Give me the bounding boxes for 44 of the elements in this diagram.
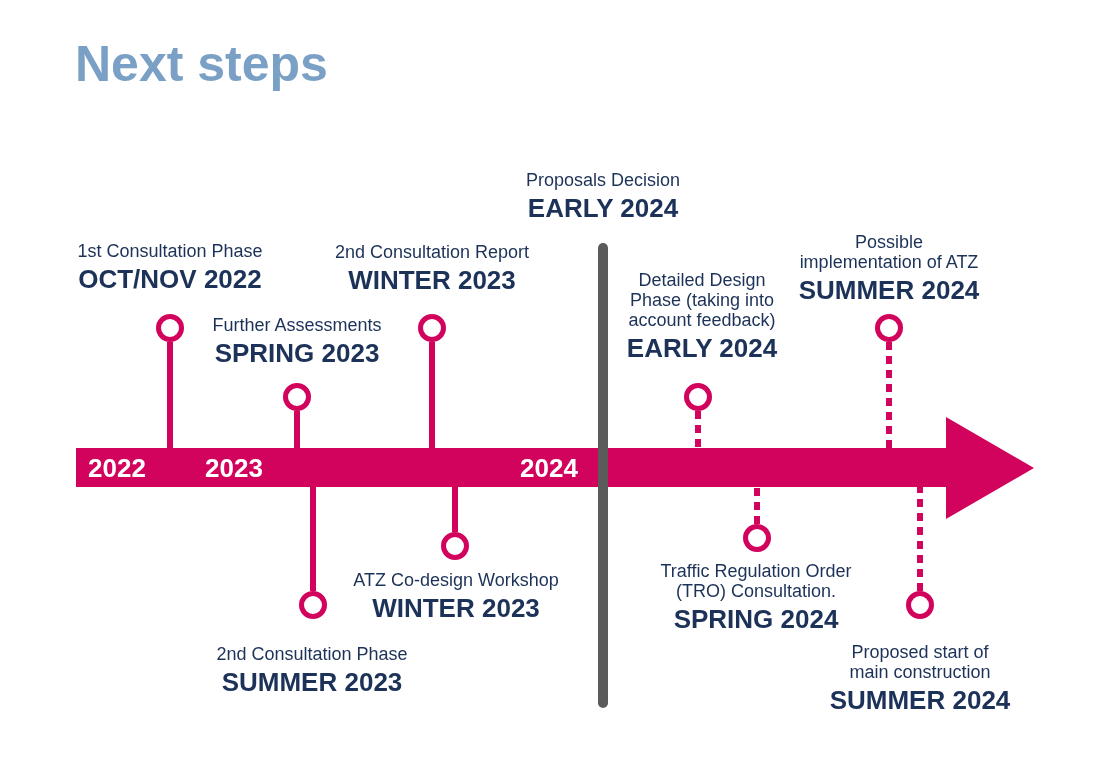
milestone-stem [886,342,892,448]
milestone-stem [429,342,435,448]
event-label: 2nd Consultation Report [334,242,530,262]
milestone-marker [156,314,184,342]
timeline-arrow [76,417,1034,519]
milestone-stem [917,487,923,591]
milestone-stem [294,411,300,448]
event-date: WINTER 2023 [348,265,516,295]
milestone-marker [441,532,469,560]
page-title: Next steps [75,39,328,89]
event-date: EARLY 2024 [527,193,679,223]
decision-marker-bar [598,243,608,708]
event-date: SUMMER 2023 [221,667,403,697]
event-label: Further Assessments [212,315,382,335]
event-label: 1st Consultation Phase [77,241,263,261]
milestone-marker [684,383,712,411]
milestone-stem [695,411,701,448]
event-label: Traffic Regulation Order (TRO) Consultation. [659,561,853,601]
milestone-marker [906,591,934,619]
event-label: Detailed Design Phase (taking into account feedback) [627,270,777,330]
year-label: 2023 [205,452,263,483]
event-label: Proposals Decision [525,170,681,190]
event-date: SPRING 2024 [673,604,839,634]
milestone-marker [875,314,903,342]
milestone-stem [167,342,173,448]
year-label: 2024 [520,452,578,483]
milestone-stem [310,487,316,591]
milestone-marker [743,524,771,552]
event-date: WINTER 2023 [372,593,540,623]
milestone-stem [754,487,760,524]
event-date: SPRING 2023 [214,338,380,368]
event-label: Possible implementation of ATZ [798,232,980,272]
event-date: SUMMER 2024 [798,275,980,305]
milestone-marker [418,314,446,342]
event-label: ATZ Co-design Workshop [353,570,559,590]
event-date: EARLY 2024 [626,333,778,363]
event-label: 2nd Consultation Phase [216,644,408,664]
event-date: OCT/NOV 2022 [78,264,262,294]
year-label: 2022 [88,452,146,483]
milestone-stem [452,487,458,532]
event-label: Proposed start of main construction [848,642,992,682]
milestone-marker [283,383,311,411]
milestone-marker [299,591,327,619]
event-date: SUMMER 2024 [829,685,1011,715]
